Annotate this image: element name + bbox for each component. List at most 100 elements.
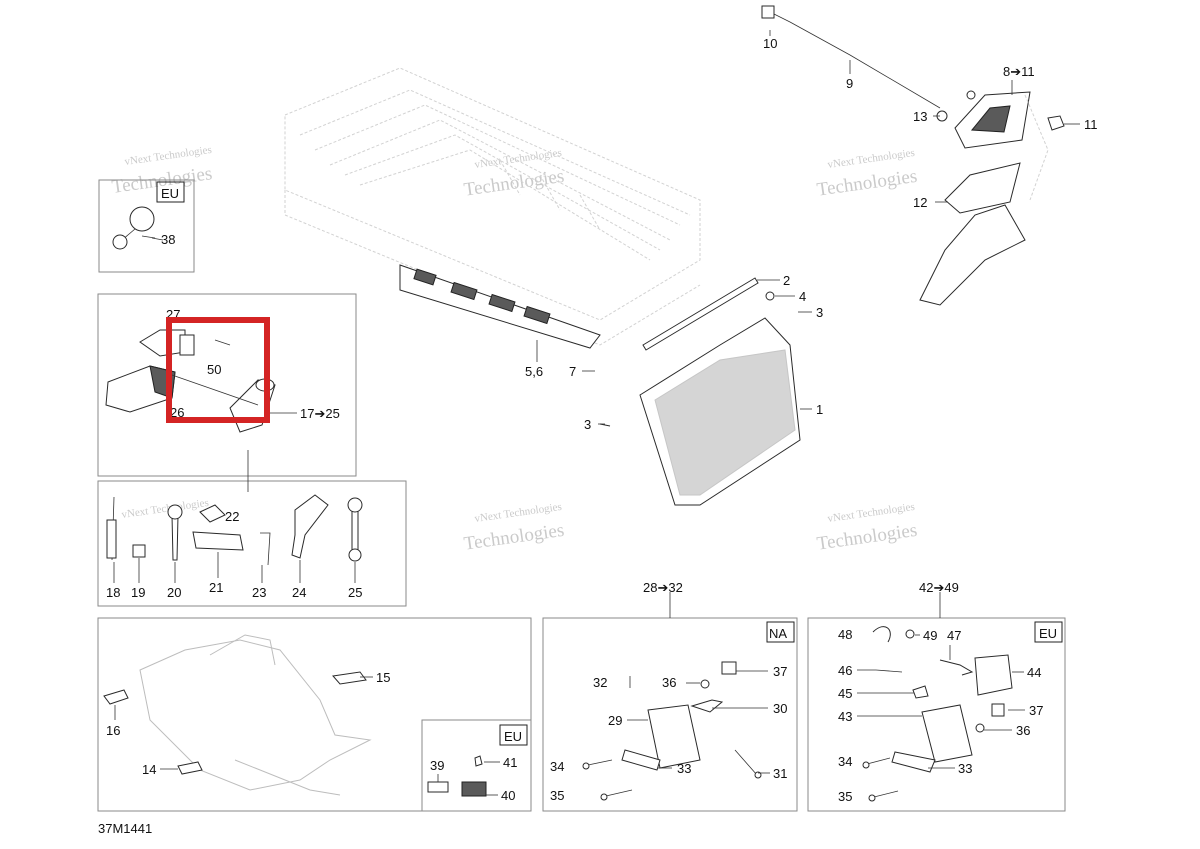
ref-50: 50 <box>207 362 221 377</box>
tools-row <box>106 494 363 566</box>
ref-7: 7 <box>569 364 576 379</box>
ref-38: 38 <box>161 232 175 247</box>
leader-lines <box>113 30 1080 796</box>
decals-box <box>97 617 532 812</box>
svg-text:Technologies: Technologies <box>816 520 919 555</box>
diagram-code: 37M1441 <box>98 821 152 836</box>
strip-2 <box>642 277 759 351</box>
ref-37: 37 <box>1029 703 1043 718</box>
watermarks: vNext Technologies Technologies vNext Te… <box>111 144 919 555</box>
screw-41 <box>474 755 483 767</box>
bracket-29 <box>647 704 701 769</box>
ref-25: 25 <box>348 585 362 600</box>
ref-8-11: 8➔11 <box>1003 64 1035 79</box>
connector-10 <box>761 5 775 19</box>
plate-33-eu <box>891 751 936 773</box>
ref-37: 37 <box>773 664 787 679</box>
ref-34: 34 <box>550 759 564 774</box>
reflector-40 <box>461 781 487 797</box>
screw-35-eu <box>873 790 899 798</box>
ref-31: 31 <box>773 766 787 781</box>
svg-text:Technologies: Technologies <box>463 166 566 201</box>
taillight-lens <box>970 105 1011 133</box>
mirror-38 <box>112 206 156 250</box>
ref-21: 21 <box>209 580 223 595</box>
ref-48: 48 <box>838 627 852 642</box>
ref-1: 1 <box>816 402 823 417</box>
ref-28-32: 28➔32 <box>643 580 683 595</box>
svg-text:vNext Technologies: vNext Technologies <box>121 497 210 521</box>
ref-33: 33 <box>958 761 972 776</box>
ref-17-25: 17➔25 <box>300 406 340 421</box>
bracket-27 <box>139 329 186 357</box>
rear-flap-assembly <box>399 264 801 506</box>
strap-21 <box>192 531 244 551</box>
ref-35: 35 <box>838 789 852 804</box>
highlight-box <box>166 317 270 423</box>
ref-9: 9 <box>846 76 853 91</box>
ref-36: 36 <box>1016 723 1030 738</box>
screw-35 <box>605 789 633 797</box>
nut-49 <box>905 629 915 639</box>
screw-46 <box>875 669 903 673</box>
na-license-plate-group <box>582 661 762 801</box>
screw-34-eu <box>866 757 891 765</box>
ref-4: 4 <box>799 289 806 304</box>
region-tag-eu: EU <box>1039 626 1057 641</box>
eu-reflector-box <box>421 719 532 812</box>
hex-key-23 <box>260 532 271 566</box>
ref-42-49: 42➔49 <box>919 580 959 595</box>
watermark: vNext Technologies Technologies <box>463 501 566 555</box>
spacer-37 <box>721 661 737 675</box>
tools-box <box>97 480 407 607</box>
ref-13: 13 <box>913 109 927 124</box>
bracket-44 <box>974 654 1013 696</box>
ref-3: 3 <box>584 417 591 432</box>
ref-46: 46 <box>838 663 852 678</box>
ref-44: 44 <box>1027 665 1041 680</box>
spacer-37-eu <box>991 703 1005 717</box>
region-tag-na: NA <box>769 626 787 641</box>
ref-26: 26 <box>170 405 184 420</box>
ref-32: 32 <box>593 675 607 690</box>
ref-18: 18 <box>106 585 120 600</box>
svg-text:Technologies: Technologies <box>463 520 566 555</box>
eu-license-plate-group <box>862 626 1013 802</box>
ref-45: 45 <box>838 686 852 701</box>
watermark: vNext Technologies <box>121 497 210 521</box>
ref-23: 23 <box>252 585 266 600</box>
ref-22: 22 <box>225 509 239 524</box>
bulb-11 <box>1047 115 1065 131</box>
decal-16 <box>103 689 129 705</box>
ref-33: 33 <box>677 761 691 776</box>
socket-45 <box>912 685 929 699</box>
ref-34: 34 <box>838 754 852 769</box>
ref-47: 47 <box>947 628 961 643</box>
ref-41: 41 <box>503 755 517 770</box>
tool-bag-box <box>97 293 357 477</box>
eu-plate-box <box>807 617 1066 812</box>
ref-24: 24 <box>292 585 306 600</box>
tool-19 <box>132 544 146 558</box>
wrench-24 <box>291 494 329 559</box>
bracket-43 <box>921 704 973 763</box>
bracket-support <box>919 204 1026 306</box>
nut-36-eu <box>975 723 985 733</box>
ref-29: 29 <box>608 713 622 728</box>
screw-34 <box>587 759 613 766</box>
ref-20: 20 <box>167 585 181 600</box>
plate-33 <box>621 749 661 771</box>
region-tag-eu: EU <box>161 186 179 201</box>
ref-30: 30 <box>773 701 787 716</box>
nut-4 <box>765 291 775 301</box>
ref-2: 2 <box>783 273 790 288</box>
decal-15 <box>332 671 367 685</box>
ref-36: 36 <box>662 675 676 690</box>
ref-5-6: 5,6 <box>525 364 543 379</box>
cable-48 <box>872 626 891 643</box>
region-tag-eu: EU <box>504 729 522 744</box>
svg-text:Technologies: Technologies <box>816 166 919 201</box>
reference-numbers: 10 9 8➔11 13 11 12 2 4 3 5,6 7 3 1 38 27… <box>106 36 1098 804</box>
snowmobile-outline <box>103 634 372 796</box>
